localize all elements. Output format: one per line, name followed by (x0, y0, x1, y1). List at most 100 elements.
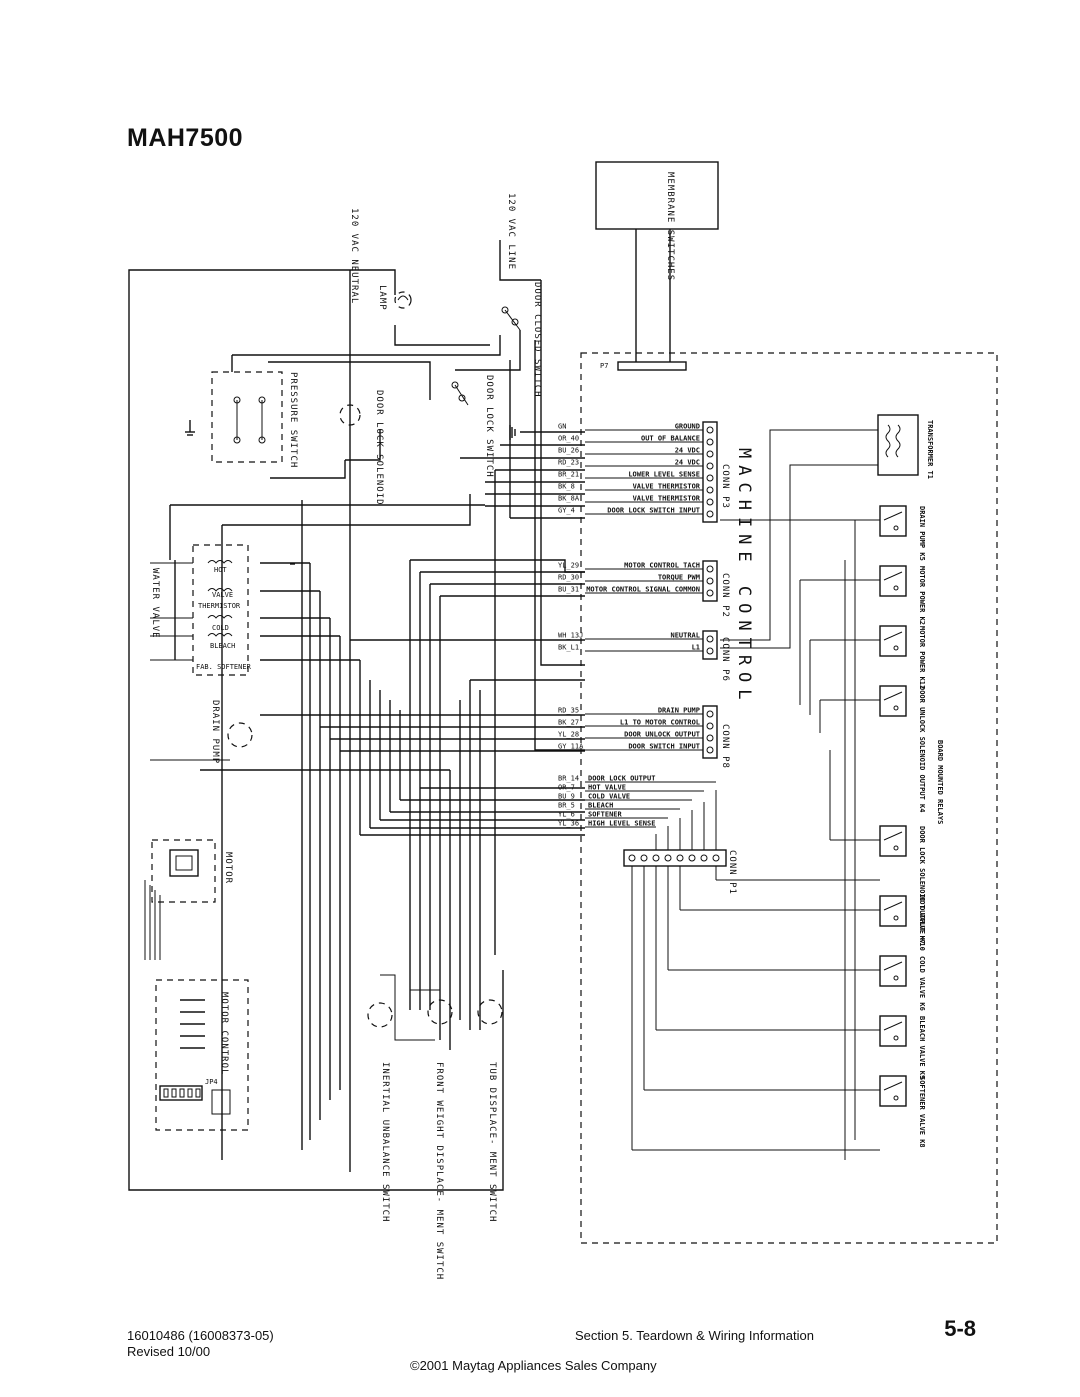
pressure-switch: PRESSURE SWITCH (185, 371, 298, 468)
lamp-label: LAMP (377, 285, 387, 311)
connector-pin-label: 24 VDC (675, 447, 700, 455)
connector-pin (706, 438, 714, 446)
neutral-label: 120 VAC NEUTRAL (349, 208, 359, 304)
relay-label: DOOR UNLOCK SOLENOID OUTPUT K4 (918, 686, 926, 812)
connector-pin-label: COLD VALVE (588, 793, 630, 801)
valve-softener-label: FAB. SOFTENER (196, 663, 252, 671)
p7-label: P7 (600, 362, 608, 370)
connector-pin-label: HOT VALVE (588, 784, 626, 792)
wire-label: BU_31 (558, 586, 579, 594)
connector-housing (702, 421, 718, 523)
connector-pin-label: MOTOR CONTROL SIGNAL COMMON (586, 586, 700, 594)
door-lock-switch: DOOR LOCK SWITCH (451, 375, 494, 478)
connector-pin (706, 635, 714, 643)
wire-label: BK_L1 (558, 644, 579, 652)
board-relays-label: BOARD MOUNTED RELAYS (936, 740, 944, 824)
connector-pin (706, 647, 714, 655)
connector-pin-label: L1 (692, 644, 700, 652)
door-closed-switch-label: DOOR CLOSED SWITCH (532, 282, 542, 398)
connector-housing (702, 630, 718, 660)
wire-label: RD_30 (558, 574, 579, 582)
wire-label: OR_40 (558, 435, 579, 443)
connector-pin (706, 450, 714, 458)
connector-pin-label: LOWER LEVEL SENSE (628, 471, 700, 479)
connector-pin (706, 722, 714, 730)
relay-label: DRAIN PUMP K5 (918, 506, 926, 561)
motor-label: MOTOR (223, 852, 233, 884)
connector-pin (706, 577, 714, 585)
line-label: 120 VAC LINE (506, 193, 516, 270)
motor-control: MOTOR CONTROL JP4 (155, 979, 249, 1131)
connector-pin-label: TORQUE PWM (658, 574, 700, 582)
wire-label: GY_4 (558, 507, 575, 515)
wire-label: YL_6 (558, 811, 575, 819)
connector-pin (706, 498, 714, 506)
relay: BLEACH VALVE K9 (879, 1015, 926, 1079)
transformer: TRANSFORMER T1 (720, 414, 934, 649)
transformer-label: TRANSFORMER T1 (926, 420, 934, 479)
wire-label: OR_7 (558, 784, 575, 792)
relay: SOFTENER VALVE K8 (879, 1075, 926, 1148)
wire-label: BK_27 (558, 719, 579, 727)
wire-label: RD_23 (558, 459, 579, 467)
ground-symbol (509, 425, 516, 440)
page-number: 5-8 (944, 1316, 976, 1341)
door-lock-solenoid-label: DOOR LOCK SOLENOID (374, 390, 384, 506)
door-closed-switch: DOOR CLOSED SWITCH (501, 282, 542, 398)
connector-name: CONN P3 (720, 464, 730, 509)
connector-pin-label: DRAIN PUMP (658, 707, 700, 715)
front-weight-switch-label: FRONT WEIGHT DISPLACE- MENT SWITCH (434, 1062, 444, 1280)
connector-pin (706, 734, 714, 742)
connector-pin-label: NEUTRAL (670, 632, 700, 640)
motor: MOTOR (144, 839, 233, 960)
door-lock-solenoid: DOOR LOCK SOLENOID (339, 390, 384, 506)
connector-housing (702, 705, 718, 759)
wire-label: BR_5 (558, 802, 575, 810)
connector-pin-label: L1 TO MOTOR CONTROL (620, 719, 700, 727)
connector-pin-label: DOOR UNLOCK OUTPUT (624, 731, 700, 739)
main-wiring (128, 240, 585, 1191)
door-lock-switch-label: DOOR LOCK SWITCH (484, 375, 494, 478)
water-valve: HOT VALVE THERMISTOR COLD BLEACH FAB. SO… (150, 544, 252, 676)
relay-label: BLEACH VALVE K9 (918, 1016, 926, 1079)
relay: MOTOR POWER K2 (879, 565, 926, 625)
connector-pin-label: DOOR LOCK SWITCH INPUT (607, 507, 700, 515)
connector-p1-strip: CONN P1 (623, 790, 880, 1151)
wire-label: GY_11A (558, 743, 584, 751)
wire-label: BK_8A (558, 495, 580, 503)
conn-p1-label: CONN P1 (727, 850, 737, 895)
connector-pin-label: MOTOR CONTROL TACH (624, 562, 700, 570)
water-valve-label: WATER VALVE (150, 568, 160, 639)
wire-label: YL_28 (558, 731, 579, 739)
connector-pin-label: SOFTENER (588, 811, 623, 819)
wire-label: YL_36 (558, 820, 579, 828)
connector-pin (706, 710, 714, 718)
wire-label: BU_26 (558, 447, 579, 455)
connector-name: CONN P8 (720, 724, 730, 769)
doc-number: 16010486 (16008373-05) (127, 1328, 274, 1343)
pressure-switch-label: PRESSURE SWITCH (288, 372, 298, 468)
valve-cold-label: COLD (212, 624, 229, 632)
revised-date: Revised 10/00 (127, 1344, 211, 1359)
connector-pin (706, 510, 714, 518)
connector-housing (702, 560, 718, 602)
connector-pin (706, 589, 714, 597)
valve-valve-label: VALVE (212, 591, 233, 599)
inertial-switch-label: INERTIAL UNBALANCE SWITCH (380, 1062, 390, 1222)
connector-pin-label: VALVE THERMISTOR (633, 483, 701, 491)
relay: COLD VALVE K6 (879, 955, 926, 1011)
membrane-switches-label: MEMBRANE SWITCHES (665, 172, 675, 281)
connector-pin (706, 565, 714, 573)
wire-label: BR_14 (558, 775, 579, 783)
section-title: Section 5. Teardown & Wiring Information (575, 1328, 814, 1343)
connector-pin-label: 24 VDC (675, 459, 700, 467)
connector-pin (706, 486, 714, 494)
connector-pin (706, 746, 714, 754)
wire-label: BR_21 (558, 471, 579, 479)
relay: HOT VALVE K10 (879, 895, 926, 951)
